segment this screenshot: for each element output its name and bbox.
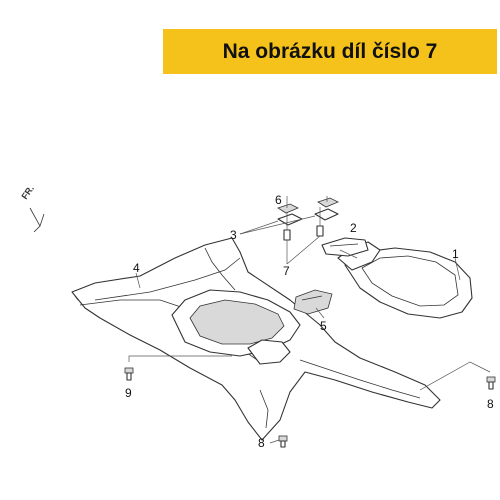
part-2-bracket bbox=[321, 237, 369, 257]
part-6-clip-left bbox=[277, 203, 299, 214]
screw-9 bbox=[124, 367, 134, 381]
banner-text: Na obrázku díl číslo 7 bbox=[222, 39, 438, 63]
direction-arrow-icon bbox=[29, 207, 41, 233]
callout-7: 7 bbox=[283, 264, 290, 278]
callout-4: 4 bbox=[133, 261, 140, 275]
part-number-banner: Na obrázku díl číslo 7 bbox=[163, 29, 497, 74]
callout-1: 1 bbox=[452, 247, 459, 261]
callout-6: 6 bbox=[275, 193, 282, 207]
leader-lines bbox=[128, 215, 491, 444]
callout-5: 5 bbox=[320, 319, 327, 333]
screw-8-bottom bbox=[278, 435, 288, 448]
part-6-clip-right bbox=[317, 197, 339, 208]
part-7-screw-right bbox=[316, 225, 324, 237]
callout-8-right: 8 bbox=[487, 397, 494, 411]
part-3-nut-left bbox=[277, 213, 303, 226]
callout-3: 3 bbox=[230, 228, 237, 242]
part-7-screw-left bbox=[283, 229, 291, 241]
part-1-storage-lid bbox=[337, 241, 473, 319]
callout-8-bottom: 8 bbox=[258, 436, 265, 450]
part-5-latch bbox=[293, 289, 333, 315]
callout-2: 2 bbox=[350, 221, 357, 235]
direction-label: FR. bbox=[19, 184, 36, 202]
part-3-nut-right bbox=[314, 208, 339, 221]
part-4-floor-panel bbox=[71, 237, 441, 441]
front-direction-indicator: FR. bbox=[19, 184, 45, 233]
callout-9: 9 bbox=[125, 386, 132, 400]
screw-8-right bbox=[486, 376, 496, 390]
